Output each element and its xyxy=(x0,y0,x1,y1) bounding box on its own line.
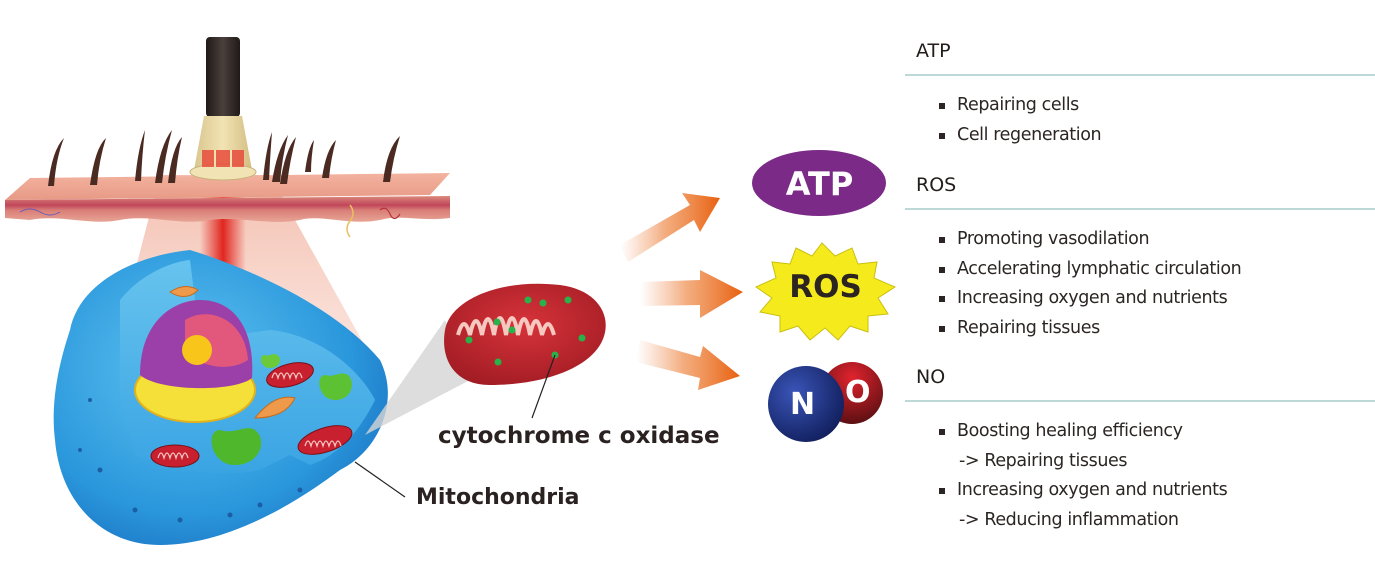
list-item-subtext: -> Reducing inflammation xyxy=(959,509,1179,530)
cytochrome-label: cytochrome c oxidase xyxy=(438,423,720,449)
arrow-to-no xyxy=(636,340,740,390)
list-item: Promoting vasodilation xyxy=(939,225,1375,255)
bullet-icon xyxy=(939,103,945,109)
arrow-to-atp xyxy=(620,193,720,262)
cytochrome-dots xyxy=(465,296,586,366)
ros-badge-label: ROS xyxy=(789,269,862,305)
arrow-to-ros xyxy=(640,270,743,318)
section-ros: ROS Promoting vasodilation Accelerating … xyxy=(905,170,1375,362)
cytochrome-pointer xyxy=(531,354,556,419)
n-atom xyxy=(768,366,844,442)
effect-list: Boosting healing efficiency-> Repairing … xyxy=(905,402,1375,535)
skin-layer xyxy=(5,173,450,238)
section-title: ROS xyxy=(916,174,957,196)
bullet-icon xyxy=(939,237,945,243)
reaction-arrows xyxy=(620,193,743,390)
list-item: Accelerating lymphatic circulation xyxy=(939,255,1375,285)
hair-strands xyxy=(48,130,400,186)
mitochondria-label: Mitochondria xyxy=(416,485,580,510)
laser-device xyxy=(189,37,257,181)
section-divider xyxy=(905,400,1375,402)
effect-list: Promoting vasodilation Accelerating lymp… xyxy=(905,210,1375,343)
n-atom-label: N xyxy=(790,387,816,422)
list-item: Repairing cells xyxy=(939,91,1375,121)
zoom-wedge xyxy=(365,320,470,435)
bullet-icon xyxy=(939,429,945,435)
list-item: Increasing oxygen and nutrients xyxy=(939,284,1375,314)
effects-panel: ATP Repairing cells Cell regeneration RO… xyxy=(905,36,1375,535)
list-item: Cell regeneration xyxy=(939,121,1375,151)
photobiomodulation-illustration xyxy=(5,37,897,545)
cell-mitochondria xyxy=(150,362,353,468)
enlarged-mitochondrion xyxy=(444,283,606,419)
atp-badge-label: ATP xyxy=(785,165,854,203)
ros-badge xyxy=(754,242,897,341)
section-no: NO Boosting healing efficiency-> Repairi… xyxy=(905,362,1375,535)
o-atom-label: O xyxy=(845,375,871,410)
bullet-icon xyxy=(939,266,945,273)
effect-list: Repairing cells Cell regeneration xyxy=(905,76,1375,150)
section-divider xyxy=(905,208,1375,210)
list-item: Increasing oxygen and nutrients-> Reduci… xyxy=(939,476,1375,535)
mitochondria-pointer xyxy=(354,461,406,498)
list-item: Boosting healing efficiency-> Repairing … xyxy=(939,417,1375,476)
section-atp: ATP Repairing cells Cell regeneration xyxy=(905,36,1375,170)
section-title: NO xyxy=(916,366,946,388)
bullet-icon xyxy=(939,488,945,494)
bullet-icon xyxy=(939,132,945,139)
bullet-icon xyxy=(939,296,945,302)
section-divider xyxy=(905,74,1375,76)
cell-illustration xyxy=(53,250,406,545)
atp-badge xyxy=(752,150,886,216)
list-item-subtext: -> Repairing tissues xyxy=(959,450,1128,471)
list-item: Repairing tissues xyxy=(939,314,1375,344)
section-title: ATP xyxy=(916,40,951,62)
bullet-icon xyxy=(939,325,945,332)
